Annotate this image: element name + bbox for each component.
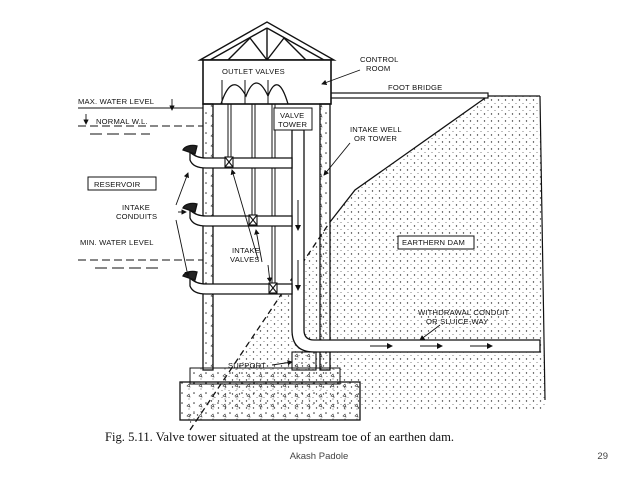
label-foot-bridge: FOOT BRIDGE <box>388 83 442 92</box>
label-intake-well-2: OR TOWER <box>354 134 397 143</box>
label-withdrawal-conduit-2: OR SLUICE-WAY <box>426 317 489 326</box>
label-max-water-level: MAX. WATER LEVEL <box>78 97 154 106</box>
label-intake-valves-2: VALVES <box>230 255 260 264</box>
diagram-labels: CONTROL ROOM OUTLET VALVES FOOT BRIDGE M… <box>78 55 510 370</box>
label-min-water-level: MIN. WATER LEVEL <box>80 238 154 247</box>
flow-arrows <box>295 200 493 349</box>
leader-lines <box>83 69 441 366</box>
label-intake-conduits-2: CONDUITS <box>116 212 157 221</box>
page-number: 29 <box>597 451 608 462</box>
label-intake-conduits: INTAKE <box>122 203 150 212</box>
figure-caption: Fig. 5.11. Valve tower situated at the u… <box>105 430 454 444</box>
label-valve-tower: VALVE <box>280 111 304 120</box>
support-block <box>291 351 317 371</box>
label-intake-valves: INTAKE <box>232 246 260 255</box>
label-earthern-dam: EARTHERN DAM <box>402 238 465 247</box>
label-normal-wl: NORMAL W.L. <box>96 117 148 126</box>
footer-author: Akash Padole <box>289 451 349 462</box>
valve-tower-walls <box>202 103 331 371</box>
intake-conduits <box>182 144 293 295</box>
tower-roof <box>197 21 337 61</box>
label-control-room: CONTROL <box>360 55 399 64</box>
label-boxes <box>87 107 475 250</box>
water-levels <box>78 107 203 269</box>
label-intake-well: INTAKE WELL <box>350 125 402 134</box>
label-withdrawal-conduit: WITHDRAWAL CONDUIT <box>418 308 510 317</box>
label-support: SUPPORT <box>228 361 266 370</box>
label-control-room-2: ROOM <box>366 64 390 73</box>
control-room <box>202 59 332 105</box>
label-outlet-valves: OUTLET VALVES <box>222 67 285 76</box>
foot-bridge <box>329 92 489 99</box>
foundation <box>179 367 361 421</box>
intake-well-pipe <box>291 129 541 353</box>
label-reservoir: RESERVOIR <box>94 180 141 189</box>
label-valve-tower-2: TOWER <box>278 120 307 129</box>
intake-valves <box>224 156 278 294</box>
